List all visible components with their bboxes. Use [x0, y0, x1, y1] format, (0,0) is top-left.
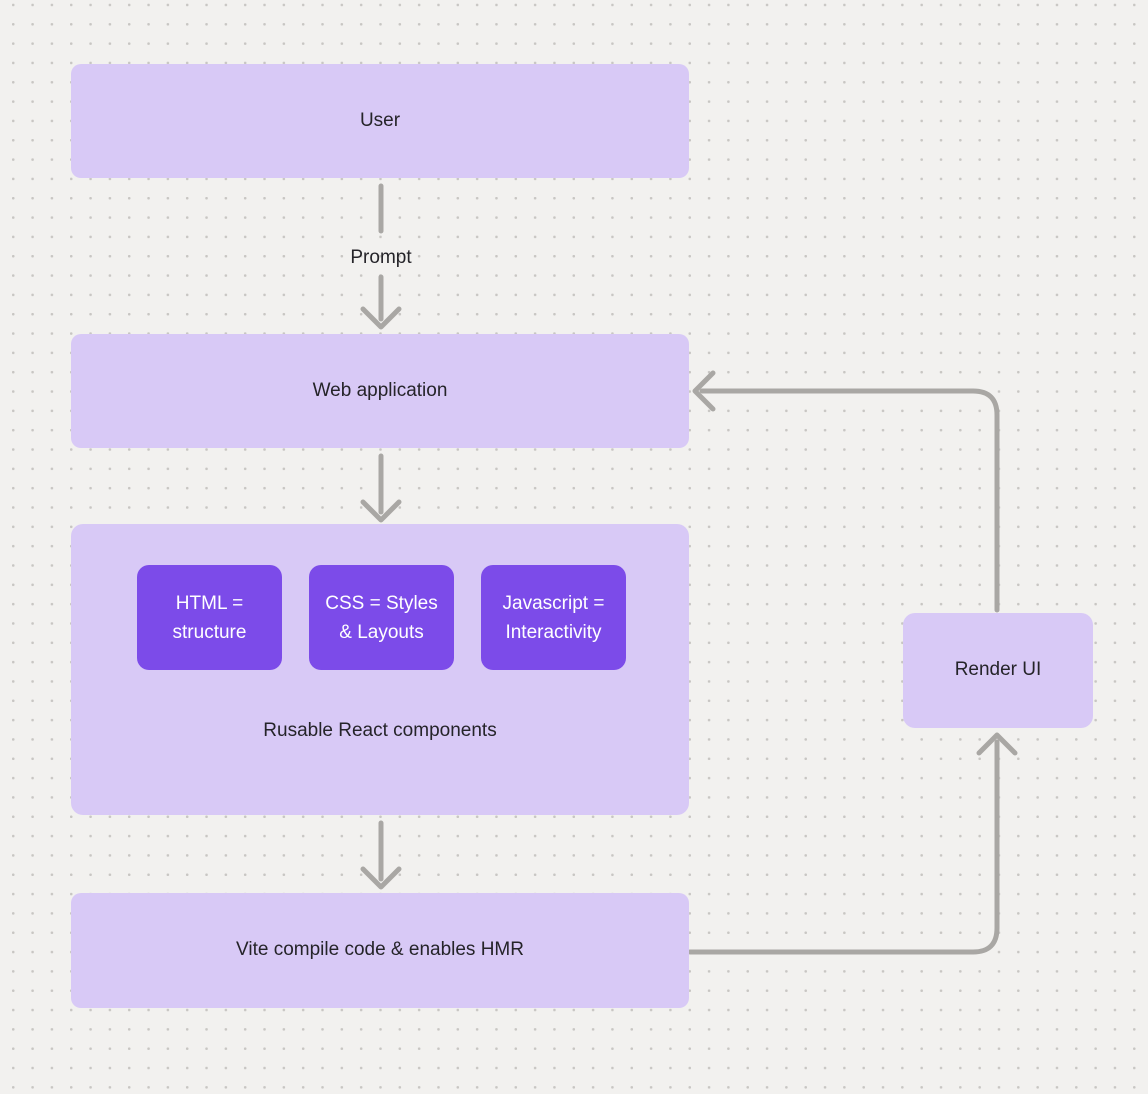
web-application-node-label: Web application: [312, 379, 448, 401]
chip-html: HTML = structure: [137, 565, 282, 670]
components-group-node: HTML = structure CSS = Styles & Layouts …: [71, 524, 689, 815]
components-group-caption: Rusable React components: [263, 720, 497, 741]
chip-html-line2: structure: [172, 621, 247, 643]
chip-javascript-line2: Interactivity: [505, 621, 602, 643]
chip-css-line1: CSS = Styles: [325, 592, 438, 614]
user-node: User: [71, 64, 689, 178]
prompt-edge-label: Prompt: [350, 247, 412, 268]
arrow-web-application-to-components: [360, 453, 402, 523]
chip-javascript-line1: Javascript =: [502, 592, 605, 614]
user-node-label: User: [359, 109, 401, 131]
vite-node: Vite compile code & enables HMR: [71, 893, 689, 1008]
chip-css: CSS = Styles & Layouts: [309, 565, 454, 670]
arrow-vite-to-render-ui: [687, 732, 1018, 955]
render-ui-node: Render UI: [903, 613, 1093, 728]
chip-html-line1: HTML =: [175, 592, 244, 614]
vite-node-label: Vite compile code & enables HMR: [236, 939, 524, 961]
chip-css-line2: & Layouts: [339, 621, 424, 643]
arrow-render-ui-to-web-application: [692, 370, 1000, 613]
render-ui-node-label: Render UI: [954, 659, 1042, 681]
web-application-node: Web application: [71, 334, 689, 448]
arrow-components-to-vite: [360, 820, 402, 890]
chip-javascript: Javascript = Interactivity: [481, 565, 626, 670]
